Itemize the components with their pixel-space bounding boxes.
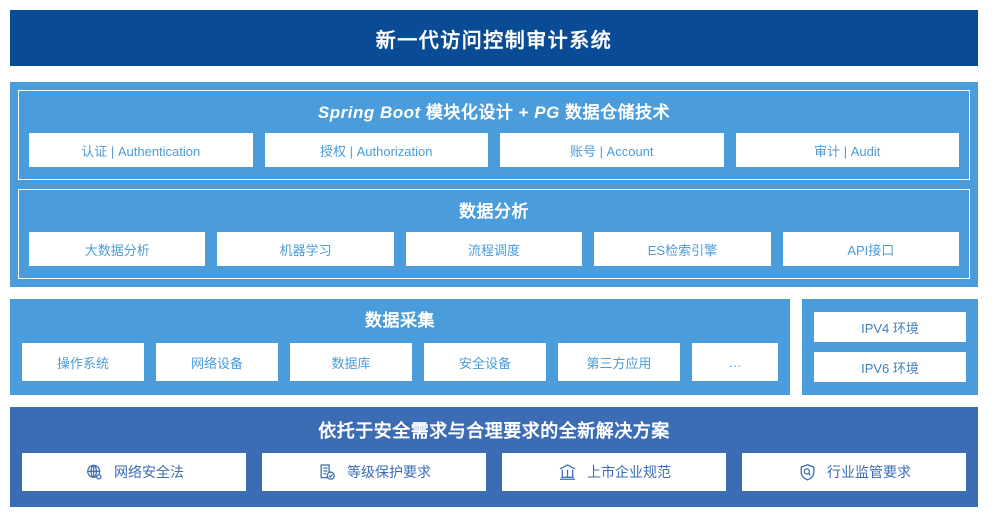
upper-stack-panel: Spring Boot 模块化设计 + PG 数据仓储技术 认证 | Authe… <box>10 82 978 287</box>
platform-chip-authorization[interactable]: 授权 | Authorization <box>264 133 488 167</box>
collection-chip-third-party-app[interactable]: 第三方应用 <box>558 343 680 381</box>
header-bar: 新一代访问控制审计系统 <box>10 10 978 66</box>
platform-chip-row: 认证 | Authentication 授权 | Authorization 账… <box>29 133 959 167</box>
solution-chip-cybersecurity-law[interactable]: 网络安全法 <box>22 453 246 491</box>
bank-icon <box>557 462 577 482</box>
analysis-chip-row: 大数据分析 机器学习 流程调度 ES检索引擎 API接口 <box>29 232 960 266</box>
platform-layer-title: Spring Boot 模块化设计 + PG 数据仓储技术 <box>29 99 959 127</box>
solution-panel: 依托于安全需求与合理要求的全新解决方案 网络安全法 <box>10 407 978 507</box>
collection-row: 数据采集 操作系统 网络设备 数据库 安全设备 第三方应用 … IPV4 环境 … <box>10 299 978 395</box>
solution-chip-label: 网络安全法 <box>114 464 184 480</box>
document-check-icon <box>317 462 337 482</box>
collection-layer: 数据采集 操作系统 网络设备 数据库 安全设备 第三方应用 … <box>10 299 790 395</box>
solution-chip-industry-regulation[interactable]: 行业监管要求 <box>742 453 966 491</box>
platform-title-pg: PG <box>534 103 560 122</box>
analysis-chip-es-search[interactable]: ES检索引擎 <box>594 232 771 266</box>
analysis-chip-machine-learning[interactable]: 机器学习 <box>217 232 394 266</box>
collection-layer-title: 数据采集 <box>365 311 435 330</box>
environment-chip-ipv6[interactable]: IPV6 环境 <box>814 352 966 382</box>
analysis-chip-process-scheduling[interactable]: 流程调度 <box>405 232 583 266</box>
platform-title-springboot: Spring Boot <box>317 103 421 122</box>
collection-chip-os[interactable]: 操作系统 <box>22 343 144 381</box>
analysis-layer-title: 数据分析 <box>459 202 529 221</box>
platform-chip-authentication[interactable]: 认证 | Authentication <box>29 133 253 167</box>
analysis-layer: 数据分析 大数据分析 机器学习 流程调度 ES检索引擎 API接口 <box>18 189 970 279</box>
solution-panel-title: 依托于安全需求与合理要求的全新解决方案 <box>318 421 670 441</box>
solution-chip-listed-company-standard[interactable]: 上市企业规范 <box>502 453 726 491</box>
environment-panel: IPV4 环境 IPV6 环境 <box>802 299 978 395</box>
environment-chip-ipv4[interactable]: IPV4 环境 <box>814 312 966 342</box>
collection-chip-network-device[interactable]: 网络设备 <box>156 343 278 381</box>
platform-chip-account[interactable]: 账号 | Account <box>500 133 724 167</box>
solution-chip-classified-protection[interactable]: 等级保护要求 <box>262 453 486 491</box>
analysis-chip-api[interactable]: API接口 <box>782 232 960 266</box>
platform-title-mid: 模块化设计 + <box>420 103 535 122</box>
collection-chip-security-device[interactable]: 安全设备 <box>424 343 546 381</box>
collection-chip-row: 操作系统 网络设备 数据库 安全设备 第三方应用 … <box>22 343 778 381</box>
collection-chip-more[interactable]: … <box>692 343 778 381</box>
solution-chip-label: 等级保护要求 <box>347 464 431 480</box>
solution-chip-label: 行业监管要求 <box>827 464 911 480</box>
platform-title-suffix: 数据仓储技术 <box>559 103 671 122</box>
platform-chip-audit[interactable]: 审计 | Audit <box>735 133 959 167</box>
collection-chip-database[interactable]: 数据库 <box>290 343 412 381</box>
analysis-chip-bigdata[interactable]: 大数据分析 <box>29 232 206 266</box>
solution-chip-label: 上市企业规范 <box>587 464 671 480</box>
shield-search-icon <box>797 462 817 482</box>
solution-chip-row: 网络安全法 等级保护要求 <box>22 453 966 491</box>
platform-layer: Spring Boot 模块化设计 + PG 数据仓储技术 认证 | Authe… <box>18 90 970 180</box>
page-title: 新一代访问控制审计系统 <box>375 29 613 52</box>
globe-icon <box>84 462 104 482</box>
